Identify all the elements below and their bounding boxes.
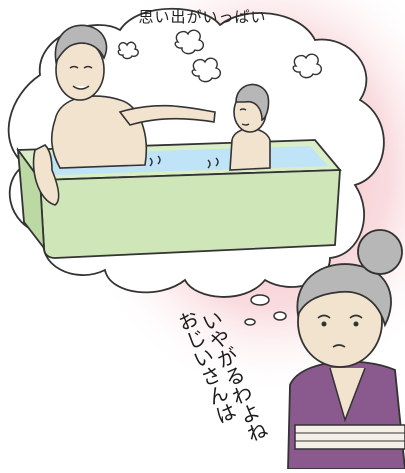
thought-bubble-2: [273, 311, 287, 321]
grandpa-figure: [32, 24, 216, 206]
thought-bubble-1: [250, 294, 270, 306]
bathtub-front: [39, 169, 341, 259]
grandma-in-bath: [229, 83, 271, 171]
swirl-clouds: [117, 29, 323, 83]
thought-bubble-3: [244, 318, 256, 326]
grandma-figure: [287, 229, 405, 470]
water-ripples: [149, 155, 219, 169]
bubble-caption: 思い出がいっぱい: [138, 8, 267, 26]
bathtub-side: [16, 146, 46, 251]
